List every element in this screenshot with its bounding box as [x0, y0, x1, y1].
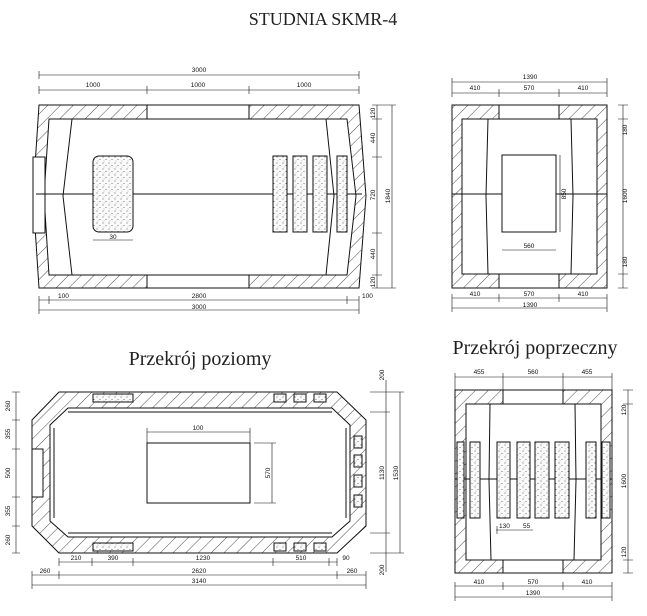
dim-label: 2620 — [192, 568, 207, 575]
dim-label: 1390 — [526, 590, 541, 597]
dim-label: 1840 — [385, 188, 392, 203]
dim-label: 1000 — [191, 82, 206, 89]
dim-label: 260 — [347, 568, 358, 575]
dim-label: 100 — [58, 293, 69, 300]
view-side: 1390 410 570 410 180 1600 180 850 560 41… — [451, 74, 629, 312]
dim-label: 1600 — [622, 188, 629, 203]
dim-label: 260 — [5, 534, 12, 545]
dim-label: 1230 — [196, 555, 211, 562]
dim-label: 355 — [5, 505, 12, 516]
dim-label: 200 — [379, 369, 386, 380]
dim-label: 120 — [621, 404, 628, 415]
dim-label: 120 — [621, 546, 628, 557]
dim-label: 455 — [474, 369, 485, 376]
caption-cross: Przekrój poprzeczny — [453, 337, 618, 359]
slot — [272, 155, 288, 233]
dim-label: 440 — [370, 248, 377, 259]
dim-label: 850 — [561, 188, 568, 199]
dim-label: 200 — [379, 564, 386, 575]
dim-label: 260 — [5, 400, 12, 411]
dim-label: 1390 — [523, 302, 538, 309]
dim-label: 3140 — [192, 578, 207, 585]
dim-label: 410 — [582, 579, 593, 586]
dim-label: 1390 — [523, 74, 538, 81]
dim-label: 410 — [578, 85, 589, 92]
dim-label: 55 — [523, 523, 531, 530]
drawing-title: STUDNIA SKMR-4 — [249, 9, 398, 29]
dim-label: 1600 — [621, 473, 628, 488]
opening-left — [92, 155, 134, 233]
dim-label: 120 — [370, 107, 377, 118]
dim-label: 1130 — [379, 466, 386, 480]
dim-label: 100 — [362, 293, 373, 300]
dim-label: 510 — [296, 555, 307, 562]
caption-horizontal: Przekrój poziomy — [129, 348, 272, 370]
dim-label: 355 — [5, 428, 12, 439]
dim-label: 440 — [370, 132, 377, 143]
dim-label: 570 — [524, 291, 535, 298]
slot — [312, 155, 328, 233]
dim-label: 90 — [342, 555, 350, 562]
dim-label: 570 — [265, 467, 272, 478]
dim-label: 390 — [108, 555, 119, 562]
dim-label: 410 — [578, 291, 589, 298]
dim-label: 570 — [524, 85, 535, 92]
dim-label: 1000 — [86, 82, 101, 89]
dim-label: 130 — [499, 523, 510, 530]
dim-label: 2800 — [192, 293, 207, 300]
view-cross-section: Przekrój poprzeczny 455 560 455 120 1600… — [453, 337, 633, 601]
dim-label: 180 — [622, 124, 629, 135]
dim-label: 3000 — [192, 304, 207, 311]
dim-label: 1530 — [393, 465, 400, 480]
dim-label: 720 — [370, 189, 377, 200]
dim-label: 410 — [474, 579, 485, 586]
dim-label: 180 — [622, 256, 629, 267]
dim-label: 560 — [524, 243, 535, 250]
dim-label: 500 — [5, 467, 12, 478]
dim-label: 570 — [528, 579, 539, 586]
dim-label: 30 — [109, 234, 117, 241]
dim-label: 1000 — [297, 82, 312, 89]
dim-label: 260 — [40, 568, 51, 575]
dim-label: 210 — [71, 555, 82, 562]
dim-label: 410 — [470, 85, 481, 92]
dim-label: 100 — [193, 425, 204, 432]
view-longitudinal: 3000 1000 1000 1000 120 440 720 440 120 … — [32, 67, 396, 314]
dim-label: 3000 — [192, 67, 207, 74]
dim-label: 120 — [370, 276, 377, 287]
dim-label: 560 — [528, 369, 539, 376]
dim-label: 410 — [470, 291, 481, 298]
slot — [292, 155, 308, 233]
dim-label: 455 — [582, 369, 593, 376]
slot — [336, 155, 348, 233]
view-horizontal-section: Przekrój poziomy 260 355 500 355 260 200… — [5, 348, 404, 589]
